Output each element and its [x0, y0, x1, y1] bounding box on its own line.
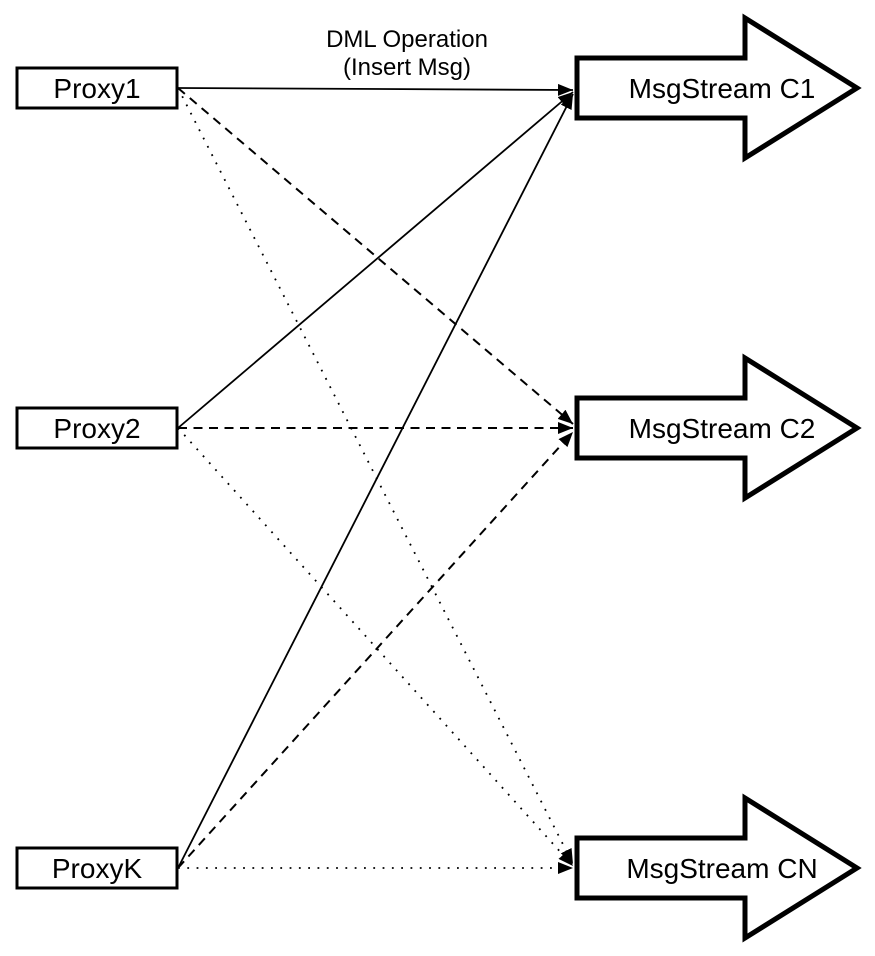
stream-cn-arrow — [574, 793, 862, 943]
proxy2-box — [15, 406, 179, 450]
connector-proxyk-c2 — [177, 431, 574, 869]
stream-node-c1: MsgStream C1 — [574, 13, 862, 163]
proxyk-label: ProxyK — [52, 853, 143, 884]
annotation-dml-operation: DML Operation — [326, 26, 488, 53]
stream-node-cn: MsgStream CN — [574, 793, 862, 943]
connector-proxy1-c2 — [177, 87, 574, 425]
proxy1-label: Proxy1 — [53, 73, 140, 104]
stream-c1-label: MsgStream C1 — [629, 73, 816, 104]
connector-proxy2-c1 — [177, 91, 574, 429]
proxyk-box — [15, 846, 179, 890]
stream-node-c2: MsgStream C2 — [574, 353, 862, 503]
stream-c2-arrow — [574, 353, 862, 503]
proxy-node-proxy1: Proxy1 — [15, 66, 179, 110]
connector-group — [177, 83, 574, 874]
connector-proxyk-c1 — [177, 93, 574, 869]
connector-proxy2-cn — [177, 427, 574, 867]
proxy2-label: Proxy2 — [53, 413, 140, 444]
stream-c1-arrow — [574, 13, 862, 163]
connector-proxy1-cn — [177, 87, 574, 865]
proxy-node-proxy2: Proxy2 — [15, 406, 179, 450]
proxy-node-proxyk: ProxyK — [15, 846, 179, 890]
annotation-insert-msg: (Insert Msg) — [343, 54, 471, 81]
stream-c2-label: MsgStream C2 — [629, 413, 816, 444]
connector-proxy1-c1 — [177, 83, 574, 96]
stream-cn-label: MsgStream CN — [626, 853, 817, 884]
proxy1-box — [15, 66, 179, 110]
